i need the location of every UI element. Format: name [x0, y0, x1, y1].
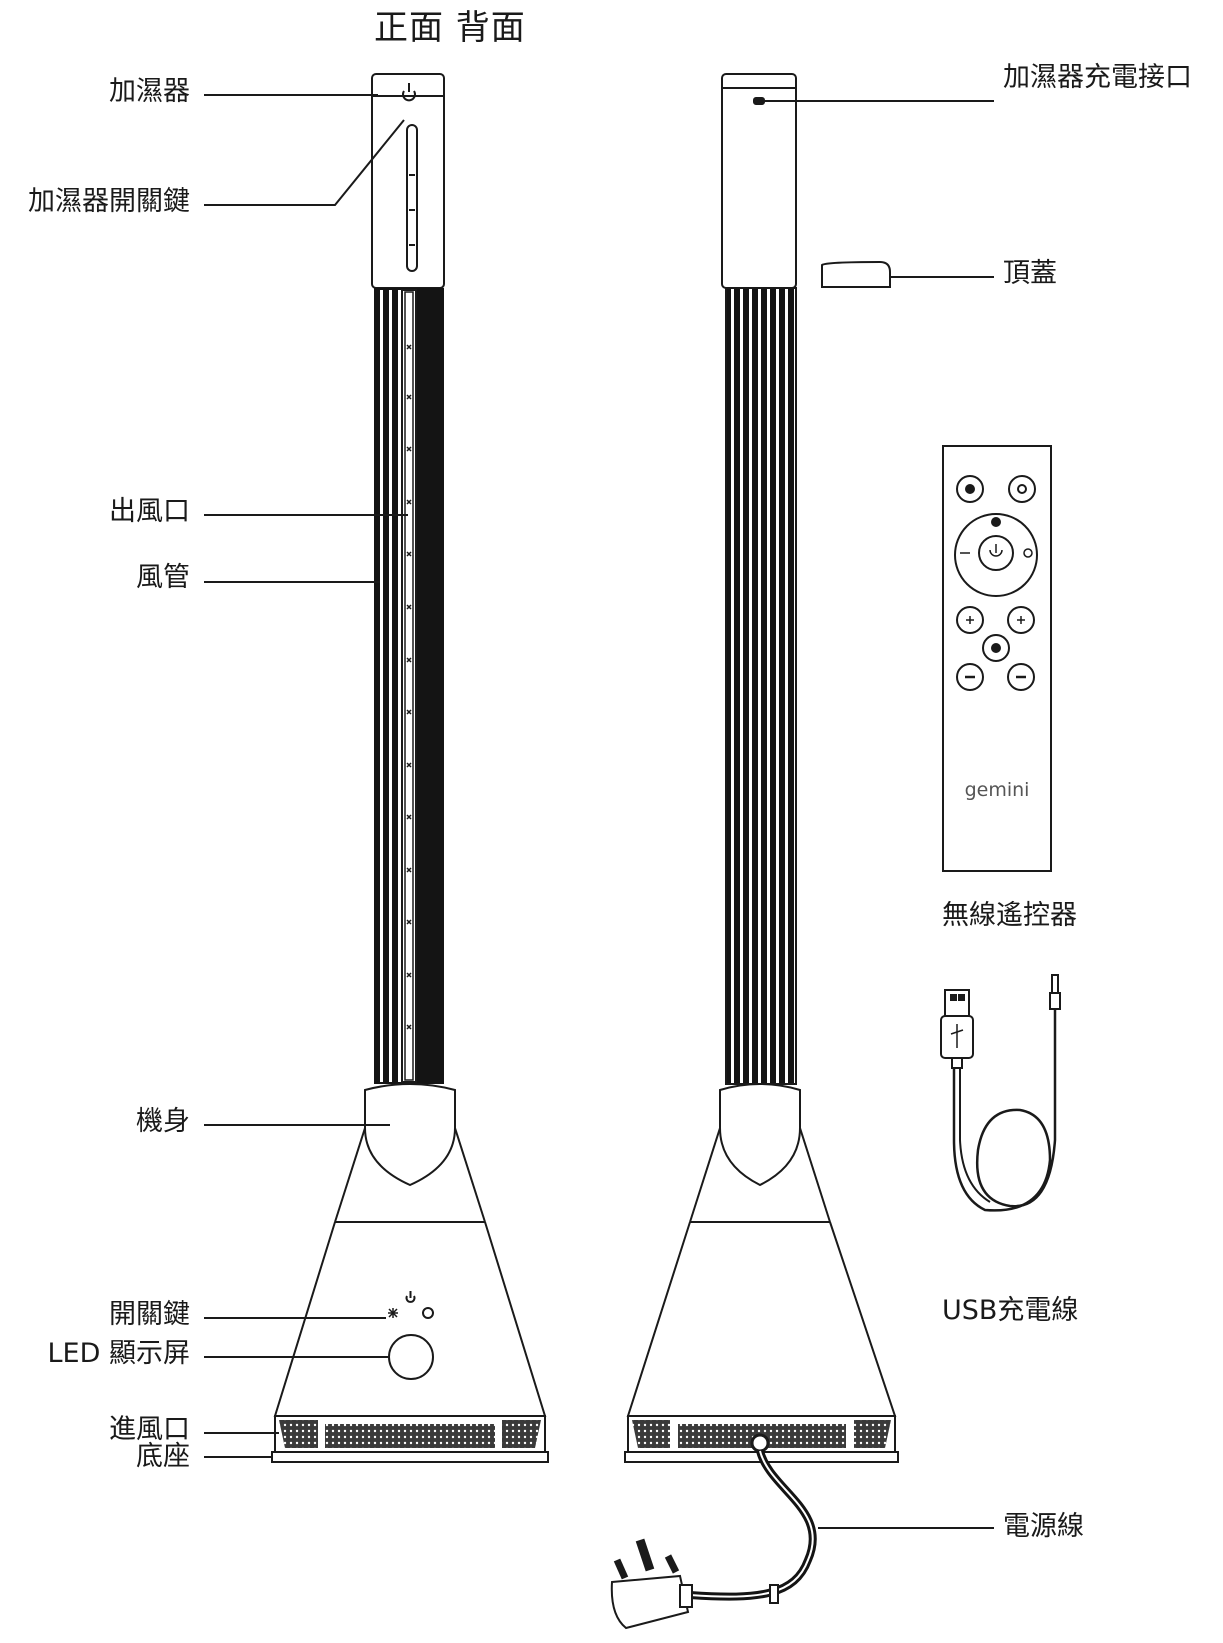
label-air-duct: 風管 [136, 562, 190, 593]
back-humidifier [721, 73, 797, 289]
power-cord [689, 1433, 817, 1604]
label-air-outlet: 出風口 [109, 496, 190, 527]
front-air-inlet [274, 1415, 546, 1453]
front-humidifier-power-icon [402, 83, 416, 102]
remote-minus-left [956, 663, 984, 691]
remote-minus-right [1007, 663, 1035, 691]
remote-brand-logo: gemini [965, 779, 1030, 801]
remote-control: gemini [942, 445, 1052, 872]
label-remote-control: 無線遙控器 [942, 900, 1077, 931]
label-led-display: LED 顯示屏 [47, 1338, 190, 1369]
humidifier-charging-port-icon [753, 97, 765, 105]
remote-dot-button [956, 475, 984, 503]
back-fan [610, 73, 899, 1630]
label-usb-cable: USB充電線 [942, 1295, 1079, 1326]
label-top-cover: 頂蓋 [1003, 258, 1057, 289]
front-power-key [388, 1291, 434, 1319]
label-body: 機身 [136, 1106, 190, 1137]
front-humidifier [371, 73, 445, 289]
label-power-cord: 電源線 [1003, 1511, 1084, 1542]
remote-plus-left [956, 606, 984, 634]
remote-power-button [978, 535, 1014, 571]
label-air-inlet: 進風口 [109, 1414, 190, 1445]
label-power-key: 開關鍵 [109, 1299, 190, 1330]
label-humidifier-switch: 加濕器開關鍵 [28, 186, 190, 217]
remote-fan-button [982, 634, 1010, 662]
usb-cable [940, 974, 1061, 1212]
leader-humidifier-switch [204, 119, 405, 206]
view-title: 正面 背面 [374, 8, 526, 48]
label-base: 底座 [136, 1441, 190, 1472]
leader-lines [204, 94, 994, 1529]
front-air-outlet-marks [406, 344, 412, 1030]
remote-plus-right [1007, 606, 1035, 634]
front-base [271, 1451, 549, 1463]
remote-light-button [1008, 475, 1036, 503]
remote-dpad [954, 513, 1038, 597]
label-humidifier-charging-port: 加濕器充電接口 [1003, 62, 1192, 93]
front-air-duct [374, 288, 444, 1084]
back-body [626, 1083, 897, 1417]
front-body [273, 1083, 547, 1417]
back-air-duct [725, 287, 797, 1085]
top-cover [821, 260, 891, 288]
power-plug [610, 1538, 693, 1630]
front-fan [271, 73, 549, 1463]
front-led-display [388, 1334, 434, 1380]
label-humidifier: 加濕器 [109, 76, 190, 107]
